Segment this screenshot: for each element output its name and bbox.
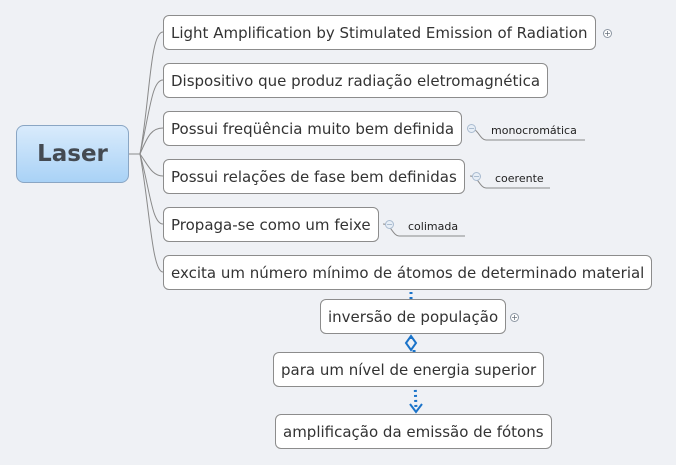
subtopic-colimada[interactable]: colimada [408,220,459,233]
topic-label: Possui freqüência muito bem definida [171,119,455,138]
topic-relacoes-fase[interactable]: Possui relações de fase bem definidas [163,159,465,194]
expand-plus-icon[interactable]: + [510,313,519,322]
topic-frequencia[interactable]: Possui freqüência muito bem definida [163,111,463,146]
central-topic-label: Laser [37,141,108,167]
subtopic-coerente[interactable]: coerente [495,172,544,185]
collapse-minus-icon[interactable]: − [467,124,476,133]
topic-label: inversão de população [328,307,499,326]
topic-laser-acronym[interactable]: Light Amplification by Stimulated Emissi… [163,15,596,50]
central-topic-laser[interactable]: Laser [16,125,129,183]
topic-label: Propaga-se como um feixe [171,215,371,234]
topic-label: amplificação da emissão de fótons [283,422,544,441]
floating-topic-amplificacao[interactable]: amplificação da emissão de fótons [275,414,552,449]
collapse-minus-icon[interactable]: − [385,220,394,229]
topic-feixe[interactable]: Propaga-se como um feixe [163,207,379,242]
collapse-minus-icon[interactable]: − [472,172,481,181]
topic-dispositivo[interactable]: Dispositivo que produz radiação eletroma… [163,63,549,98]
topic-label: Light Amplification by Stimulated Emissi… [171,23,588,42]
topic-label: para um nível de energia superior [281,360,537,379]
topic-label: Possui relações de fase bem definidas [171,167,457,186]
topic-label: excita um número mínimo de átomos de det… [171,263,645,282]
topic-excita-atomos[interactable]: excita um número mínimo de átomos de det… [163,255,653,290]
floating-topic-nivel-energia[interactable]: para um nível de energia superior [273,352,545,387]
floating-topic-inversao[interactable]: inversão de população [320,299,507,334]
expand-plus-icon[interactable]: + [603,29,612,38]
topic-label: Dispositivo que produz radiação eletroma… [171,71,541,90]
subtopic-monocromatica[interactable]: monocromática [491,124,577,137]
